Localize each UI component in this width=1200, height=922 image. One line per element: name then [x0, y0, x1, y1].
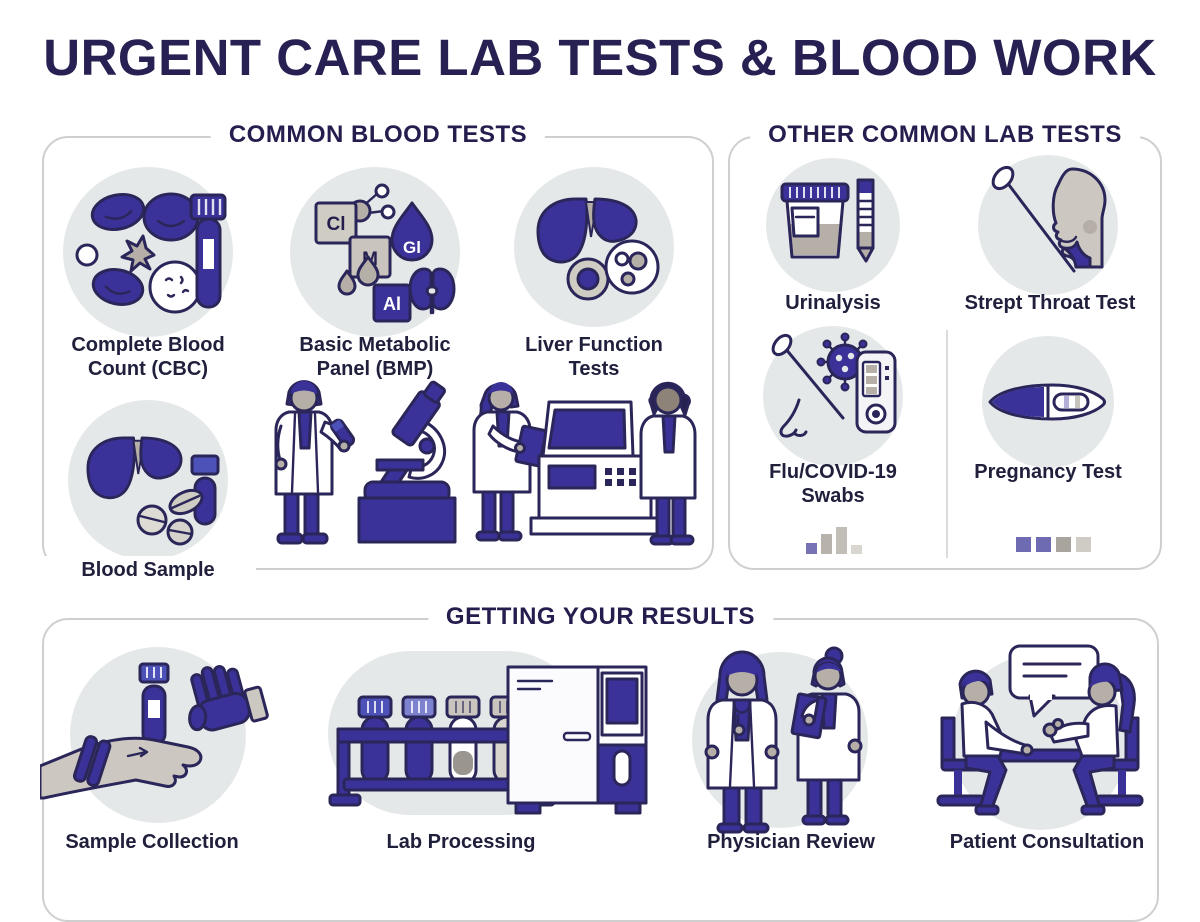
pregnancy-test-icon	[982, 336, 1114, 468]
section-title-common-blood-tests: COMMON BLOOD TESTS	[210, 121, 546, 149]
analyzer-machine	[506, 665, 648, 815]
technician-at-analyzer	[639, 381, 697, 546]
cbc-icon	[63, 167, 233, 337]
sample-collection-icon	[40, 647, 269, 823]
item-label: Sample Collection	[65, 831, 239, 853]
element-al-label: Al	[383, 294, 401, 314]
page-title: URGENT CARE LAB TESTS & BLOOD WORK	[43, 29, 1157, 86]
flu-covid-swab-icon	[763, 326, 903, 466]
physician-1	[704, 650, 780, 834]
mini-squares-icon	[1016, 537, 1091, 552]
seated-person-right	[1042, 662, 1136, 816]
item-label: Basic Metabolic Panel (BMP)	[299, 334, 451, 380]
test-tube-rack	[328, 695, 556, 807]
item-label: Strept Throat Test	[964, 292, 1136, 314]
blood-sample-icon	[68, 400, 228, 560]
column-divider	[946, 330, 948, 558]
item-label: Blood Sample	[40, 556, 256, 586]
element-cl-label: Cl	[327, 214, 346, 235]
liver-function-icon	[514, 167, 674, 327]
item-label: Liver Function Tests	[525, 334, 663, 380]
technician-with-tablet	[472, 382, 548, 542]
section-other-common-lab-tests: OTHER COMMON LAB TESTS	[728, 121, 1162, 570]
infographic-page: { "title": "URGENT CARE LAB TESTS & BLOO…	[40, 29, 1162, 922]
element-gl-label: Gl	[403, 238, 421, 257]
mini-bar-chart-icon	[806, 526, 862, 554]
section-title-other-common-lab-tests: OTHER COMMON LAB TESTS	[750, 121, 1140, 149]
item-label: Pregnancy Test	[974, 461, 1122, 483]
analyzer-console	[529, 400, 659, 536]
lab-technicians-scene	[274, 380, 697, 546]
section-title-getting-your-results: GETTING YOUR RESULTS	[427, 603, 774, 631]
urinalysis-icon	[766, 158, 900, 292]
physician-review-icon	[692, 646, 868, 834]
gloved-hand	[188, 664, 269, 732]
speech-bubble	[1008, 644, 1100, 718]
item-label: Urinalysis	[785, 292, 881, 314]
item-label: Flu/COVID-19 Swabs	[769, 461, 897, 507]
microscope	[357, 380, 457, 544]
lab-processing-icon	[328, 651, 648, 815]
technician-with-tube	[274, 380, 356, 545]
item-label: Patient Consultation	[949, 831, 1145, 853]
bmp-icon: Cl M Gl Al	[290, 167, 460, 337]
item-label: Complete Blood Count (CBC)	[71, 334, 225, 380]
kidneys-glyph	[408, 267, 456, 315]
physician-2	[790, 646, 863, 826]
section-common-blood-tests: COMMON BLOOD TESTS	[42, 121, 714, 570]
strep-throat-icon	[978, 155, 1118, 295]
item-label: Lab Processing	[386, 831, 536, 853]
patient-consultation-icon	[936, 644, 1144, 830]
item-label: Physician Review	[707, 831, 875, 853]
seated-person-left	[958, 669, 1034, 816]
